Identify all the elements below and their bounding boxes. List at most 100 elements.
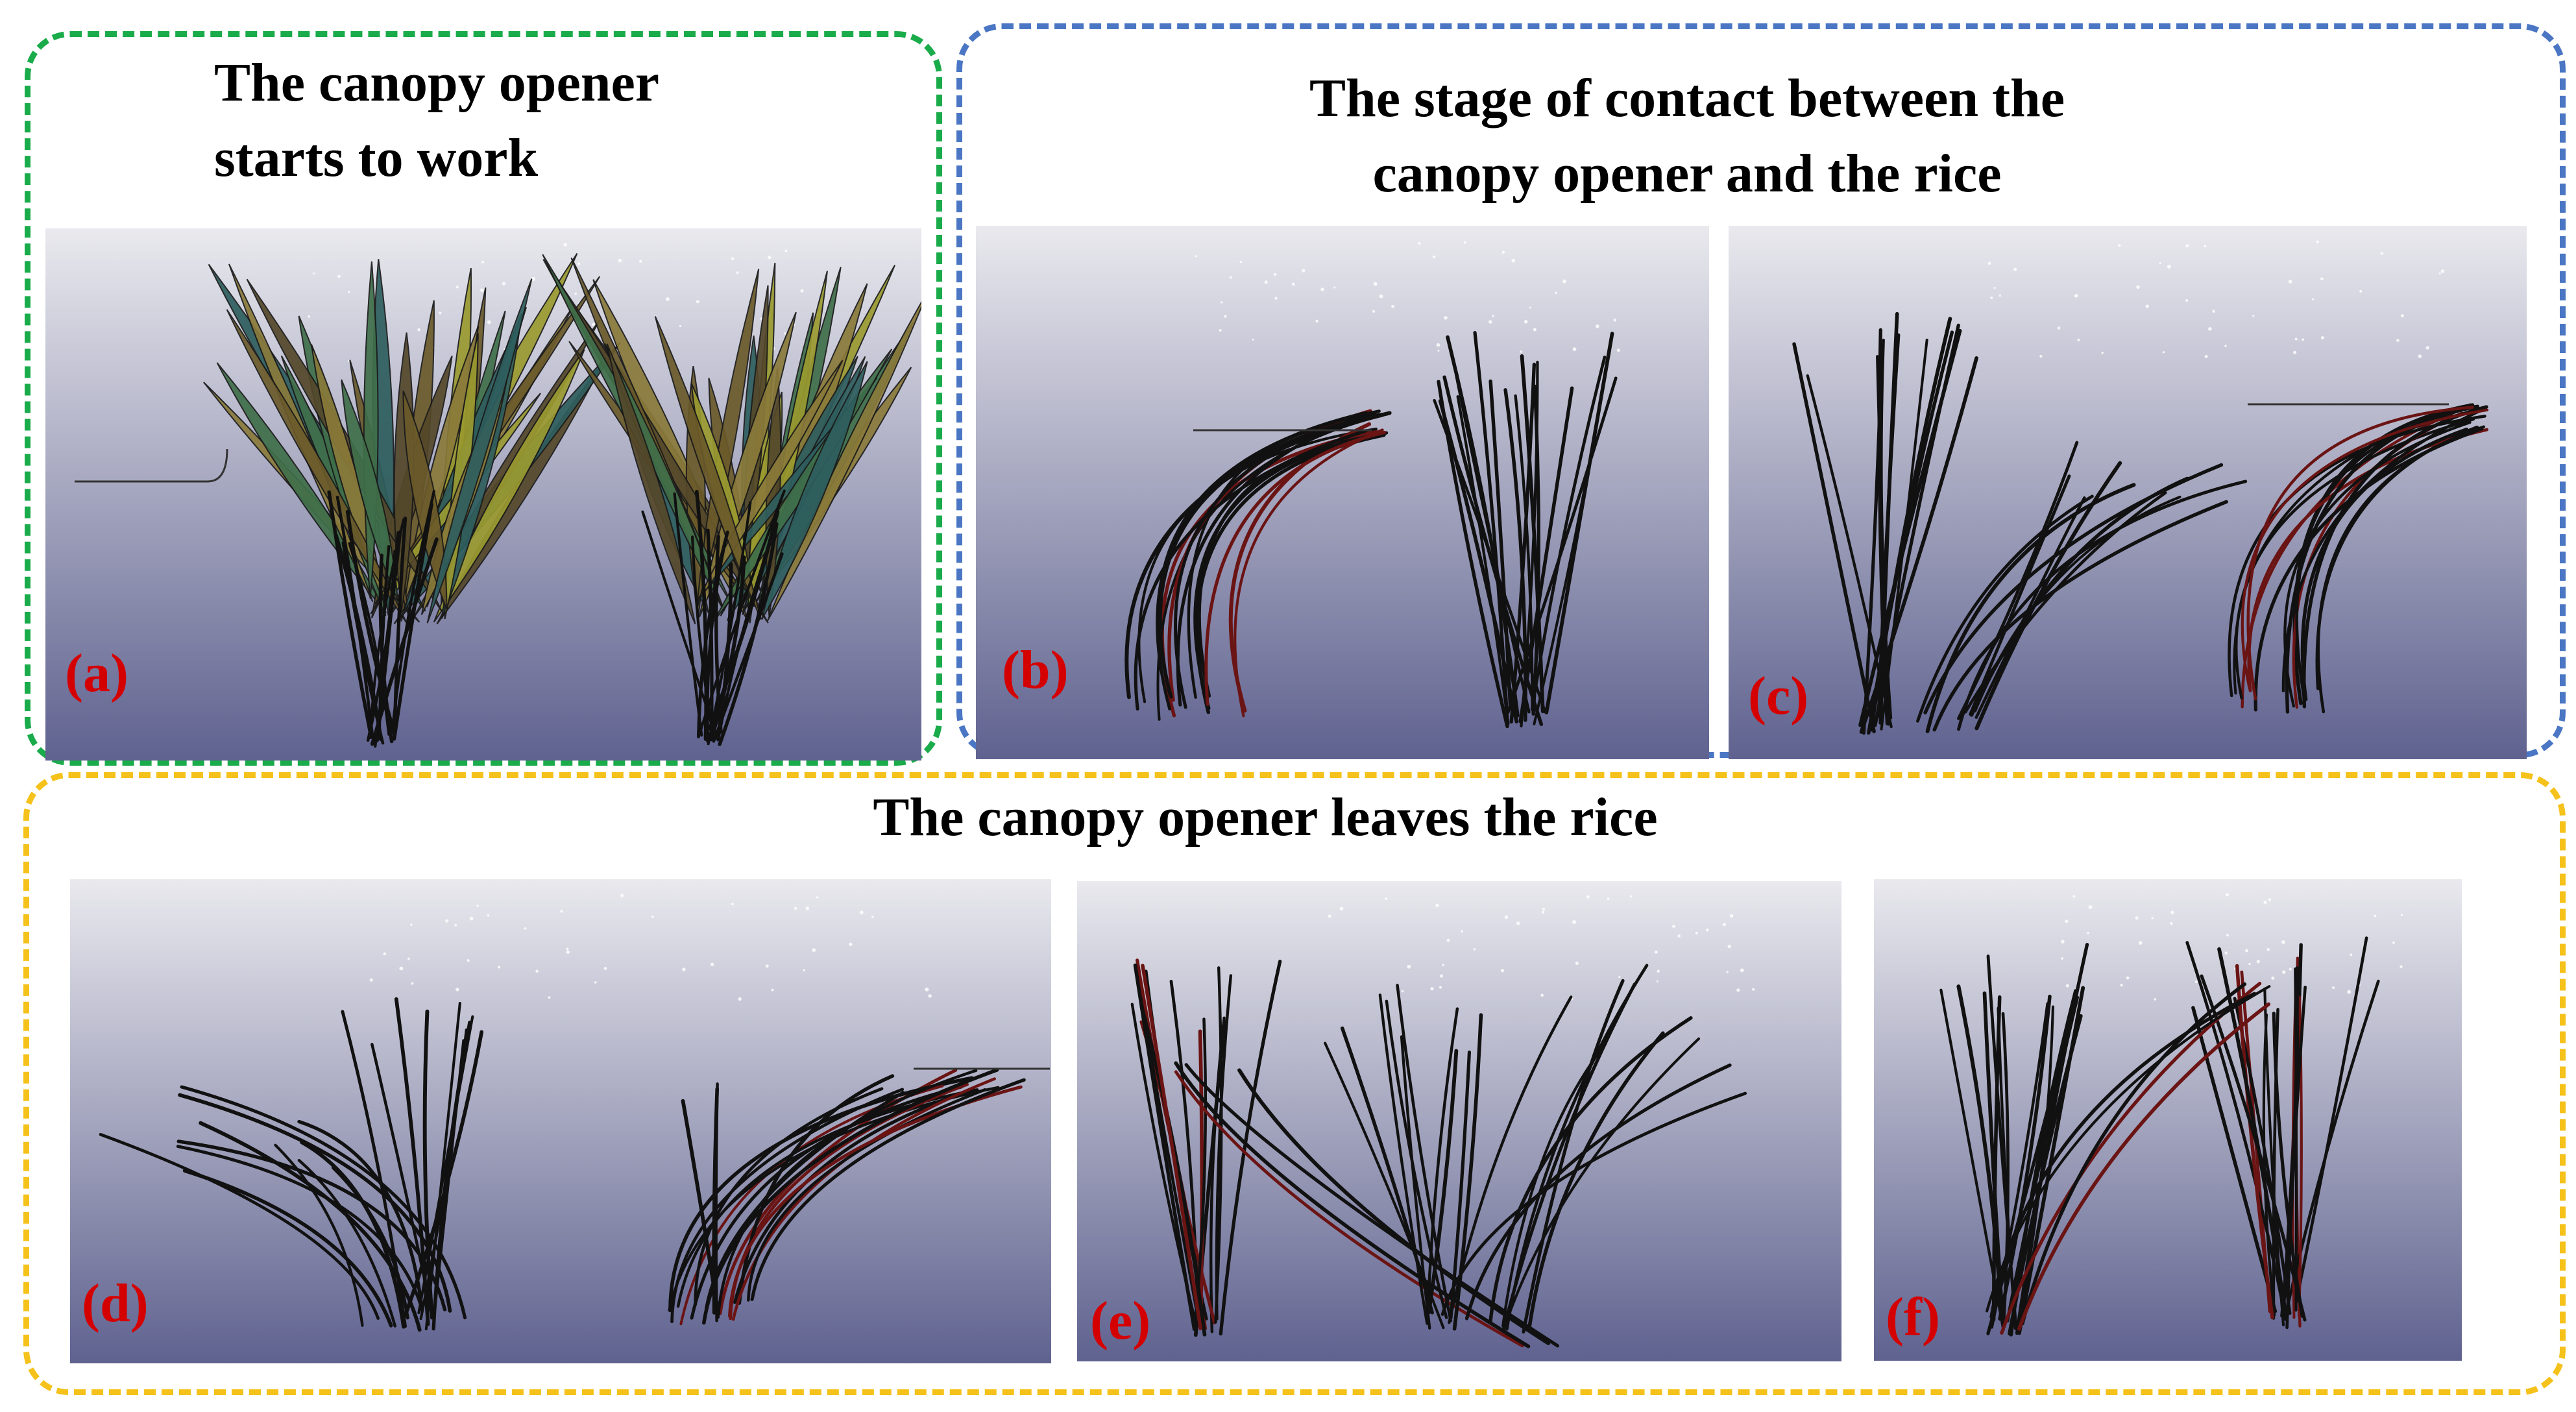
panel-f-label: (f) [1886, 1287, 1940, 1347]
rice-stem [2191, 1006, 2278, 1313]
rice-stem [1932, 500, 2228, 732]
rice-stem [1233, 428, 1384, 718]
rice-stem [1134, 429, 1368, 711]
rice-stem [1957, 441, 2079, 720]
group-leave-title: The canopy opener leaves the rice [873, 787, 1658, 847]
rice-stem [718, 522, 779, 746]
panel-e-svg [1077, 881, 1841, 1361]
rice-stem [1446, 335, 1520, 718]
group-leave-box [23, 772, 2566, 1395]
rice-stem [1998, 994, 2052, 1321]
panel-e-speckles [1328, 895, 1755, 1001]
rice-stem [176, 1145, 424, 1311]
rice-stem [2017, 1002, 2271, 1331]
panel-d-background [70, 879, 1051, 1363]
rice-stem [1880, 338, 1928, 731]
rice-stem [1503, 388, 1527, 722]
rice-stem [1464, 1063, 1732, 1321]
rice-stem [1157, 411, 1368, 699]
panel-c-stems [1916, 441, 2248, 733]
rice-stem [199, 1121, 422, 1332]
panel-c-background [1729, 226, 2527, 759]
rice-stem [1975, 461, 2122, 731]
rice-stem [1396, 984, 1453, 1322]
rice-stem [2009, 989, 2078, 1337]
rice-leaf [606, 343, 696, 625]
rice-stem [1204, 430, 1387, 706]
rice-leaf [341, 379, 398, 601]
rice-stem [1505, 1037, 1701, 1322]
rice-stem [1193, 431, 1389, 711]
rice-stem [1522, 979, 1625, 1334]
panel-a-label: (a) [65, 643, 128, 703]
rice-stem [1448, 995, 1573, 1324]
panel-f-stems [1986, 982, 2271, 1335]
panel-b-stems [1433, 331, 1618, 729]
panel-e-scene: (e) [1077, 881, 1841, 1361]
rice-stem [182, 1169, 393, 1328]
rice-stem [714, 534, 723, 734]
rice-stem [334, 533, 383, 742]
rice-stem [1427, 1049, 1459, 1315]
group-contact-title: The stage of contact between the canopy … [1309, 68, 2065, 204]
rice-stem [716, 562, 733, 736]
rice-stem [1237, 1068, 1551, 1345]
rice-stem [2017, 986, 2085, 1335]
rice-stem [1990, 1002, 2049, 1329]
rice-stem [1518, 386, 1574, 724]
rice-stem [433, 1039, 465, 1316]
rice-stem [300, 1140, 406, 1329]
panel-b-svg [976, 226, 1709, 759]
rice-stem [1925, 483, 2136, 733]
rice-stem [393, 517, 407, 737]
panel-d-stems [681, 1082, 720, 1322]
rice-stem [341, 1010, 407, 1328]
panel-c-stems [1792, 311, 1978, 735]
rice-stem [1544, 332, 1614, 714]
rice-stem [1456, 395, 1510, 725]
rice-stem [1378, 993, 1429, 1325]
rice-stem [1862, 371, 1883, 735]
panel-c-svg [1729, 226, 2527, 759]
rice-stem [2001, 1012, 2010, 1327]
rice-stem [1449, 1050, 1471, 1320]
panel-a-scene: (a) [45, 228, 921, 761]
rice-stem [1527, 1031, 1665, 1332]
panel-f-scene: (f) [1874, 879, 2462, 1361]
rice-leaf [654, 316, 762, 620]
rice-stem [375, 531, 400, 742]
rice-stem [1792, 342, 1876, 734]
rice-stem [2285, 404, 2479, 714]
rice-stem [1533, 399, 1602, 725]
rice-stem [1141, 964, 1202, 1330]
panel-a-svg [45, 228, 921, 761]
group-start-title: The canopy opener starts to work [214, 53, 660, 188]
rice-stem [1916, 494, 2094, 723]
rice-stem [1133, 963, 1197, 1332]
rice-leaf [426, 278, 533, 624]
rice-stem [681, 1099, 720, 1316]
rice-stem [274, 1143, 364, 1327]
panel-a-stems [327, 489, 786, 748]
panel-d-stems [341, 997, 484, 1331]
rice-stem [2293, 936, 2368, 1311]
panel-f-background [1874, 879, 2462, 1361]
rice-stem [2300, 427, 2469, 701]
rice-stem [2000, 982, 2262, 1335]
rice-stem [392, 502, 433, 741]
rice-stem [1488, 1016, 1693, 1324]
panel-b-background [976, 226, 1709, 759]
panel-f-stems [2185, 936, 2380, 1330]
rice-stem [2235, 964, 2274, 1320]
rice-stem [1488, 379, 1513, 711]
rice-stem [2316, 425, 2486, 714]
rice-stem [1969, 476, 2189, 717]
rice-stem [1873, 323, 1960, 727]
rice-stem [673, 492, 703, 737]
rice-leaf [761, 361, 868, 620]
rice-stem [750, 1078, 1026, 1301]
panel-d-speckles [369, 894, 932, 1001]
rice-stem [706, 528, 714, 738]
rice-stem [1176, 413, 1374, 707]
panel-a-leaves [203, 252, 921, 625]
